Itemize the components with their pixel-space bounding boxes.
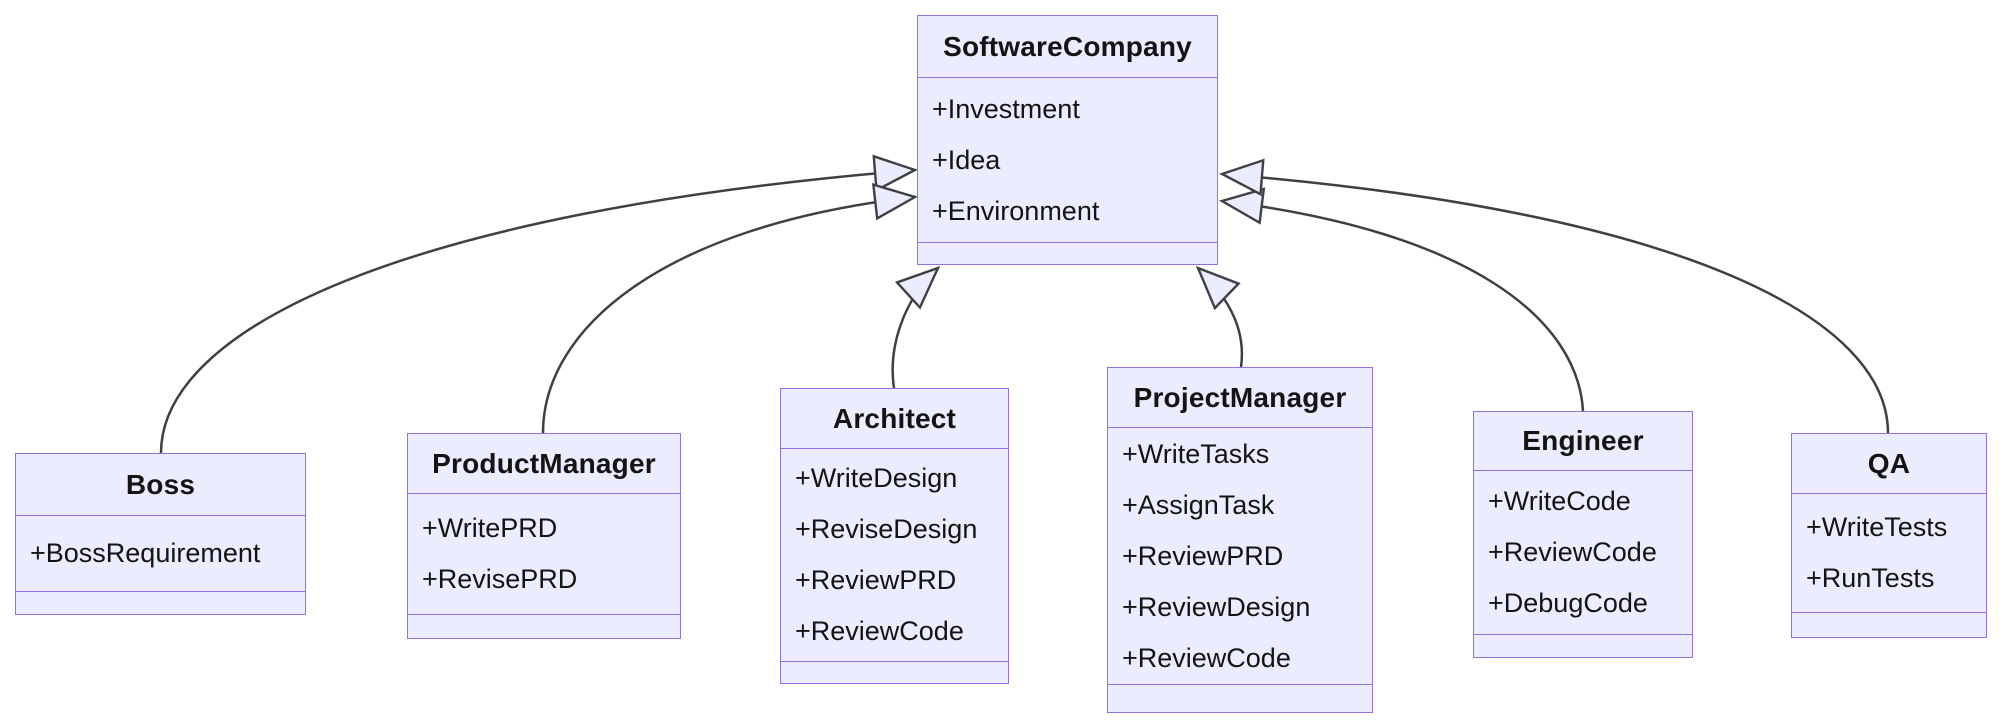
edge-projectmanager-to-softwarecompany [1195,265,1244,368]
class-node-productmanager: ProductManager +WritePRD +RevisePRD [407,433,681,639]
class-attributes: +WritePRD +RevisePRD [408,494,680,615]
attribute-row: +ReviewCode [1488,537,1657,567]
class-title: QA [1792,434,1986,494]
class-methods-empty [16,592,305,614]
attribute-row: +WriteTests [1806,512,1948,542]
attribute-row: +Idea [932,144,1001,175]
edge-boss-to-softwarecompany [159,154,919,454]
attribute-row: +ReviewCode [795,616,964,646]
attribute-row: +ReviewCode [1122,642,1291,673]
class-node-projectmanager: ProjectManager +WriteTasks +AssignTask +… [1107,367,1373,713]
attribute-row: +ReviseDesign [795,514,978,544]
class-attributes: +WriteCode +ReviewCode +DebugCode [1474,471,1692,635]
class-methods-empty [408,615,680,638]
edge-architect-to-softwarecompany [891,265,941,389]
attribute-row: +WritePRD [422,513,558,543]
attribute-row: +RevisePRD [422,564,578,594]
class-methods-empty [1108,685,1372,712]
class-methods-empty [918,243,1217,264]
attribute-row: +WriteTasks [1122,438,1270,469]
attribute-row: +ReviewPRD [795,565,957,595]
class-attributes: +Investment +Idea +Environment [918,78,1217,243]
attribute-row: +Investment [932,93,1080,124]
class-attributes: +WriteDesign +ReviseDesign +ReviewPRD +R… [781,449,1008,662]
class-attributes: +WriteTests +RunTests [1792,494,1986,613]
class-title: ProjectManager [1108,368,1372,428]
class-methods-empty [781,662,1008,683]
edge-productmanager-to-softwarecompany [541,182,919,434]
attribute-row: +Environment [932,195,1100,226]
class-attributes: +BossRequirement [16,516,305,592]
class-title: Engineer [1474,412,1692,471]
class-title: Architect [781,389,1008,449]
class-attributes: +WriteTasks +AssignTask +ReviewPRD +Revi… [1108,428,1372,685]
attribute-row: +ReviewPRD [1122,540,1284,571]
class-title: Boss [16,454,305,516]
attribute-row: +ReviewDesign [1122,591,1311,622]
attribute-row: +WriteDesign [795,463,958,493]
attribute-row: +RunTests [1806,563,1935,593]
edge-qa-to-softwarecompany [1218,158,1890,434]
attribute-row: +BossRequirement [30,538,261,568]
class-node-engineer: Engineer +WriteCode +ReviewCode +DebugCo… [1473,411,1693,658]
class-node-boss: Boss +BossRequirement [15,453,306,615]
edge-engineer-to-softwarecompany [1218,187,1585,412]
attribute-row: +WriteCode [1488,486,1631,516]
class-node-architect: Architect +WriteDesign +ReviseDesign +Re… [780,388,1009,684]
class-title: ProductManager [408,434,680,494]
class-title: SoftwareCompany [918,16,1217,78]
class-methods-empty [1792,613,1986,637]
class-methods-empty [1474,635,1692,657]
class-node-qa: QA +WriteTests +RunTests [1791,433,1987,638]
attribute-row: +DebugCode [1488,588,1648,618]
attribute-row: +AssignTask [1122,489,1275,520]
class-node-softwarecompany: SoftwareCompany +Investment +Idea +Envir… [917,15,1218,265]
